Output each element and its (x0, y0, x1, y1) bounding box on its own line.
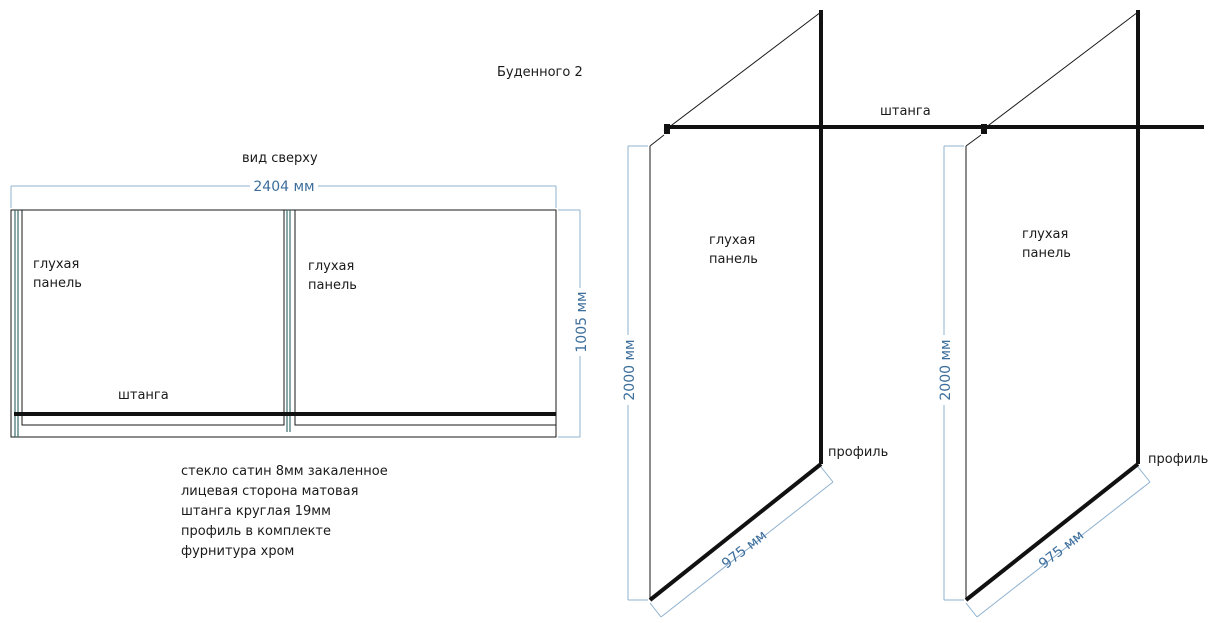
panel-label-1: глухая (1022, 227, 1068, 242)
top-right-panel-label-1: глухая (308, 259, 354, 274)
top-left-panel-label-2: панель (33, 276, 82, 291)
top-right-panel-label-2: панель (308, 278, 357, 293)
spec-line: фурнитура хром (181, 544, 294, 559)
width-dimension-label: 975 мм (1036, 527, 1087, 572)
panel-top-edge (663, 11, 822, 132)
panel-top-corner (965, 134, 982, 147)
panel-label-2: панель (709, 252, 758, 267)
panel-top-corner (649, 134, 665, 147)
spec-line: лицевая сторона матовая (181, 484, 358, 499)
top-view: вид сверху 2404 мм 1005 мм (10, 151, 590, 438)
elevation-view: штанга глухая панель профиль 2000 мм 975… (619, 10, 1208, 618)
profile-label: профиль (1148, 452, 1208, 467)
top-left-panel (21, 209, 285, 426)
width-dimension: 2404 мм (10, 176, 557, 208)
profile-label: профиль (828, 445, 888, 460)
height-dimension-label: 2000 мм (938, 339, 954, 400)
spec-line: профиль в комплекте (181, 524, 331, 539)
rod-bracket (981, 124, 987, 134)
height-dimension-label: 2000 мм (622, 339, 638, 400)
spec-line: штанга круглая 19мм (181, 504, 331, 519)
panel-label-1: глухая (709, 233, 755, 248)
width-dimension-label: 2404 мм (253, 179, 314, 195)
depth-dimension: 1005 мм (558, 209, 590, 438)
rod-bracket (664, 124, 670, 134)
panel-top-edge (980, 11, 1139, 132)
elevation-rod-label: штанга (880, 104, 931, 119)
project-title: Буденного 2 (497, 65, 583, 80)
spec-line: стекло сатин 8мм закаленное (181, 464, 388, 479)
elevation-panel-1: глухая панель профиль 2000 мм 975 мм (619, 10, 888, 618)
specifications: стекло сатин 8мм закаленное лицевая стор… (181, 464, 388, 559)
top-rod-label: штанга (118, 388, 169, 403)
bottom-profile (648, 462, 823, 602)
depth-dimension-label: 1005 мм (574, 291, 590, 352)
top-view-caption: вид сверху (242, 151, 318, 166)
bottom-profile (964, 462, 1140, 602)
width-dimension-label: 975 мм (719, 527, 770, 572)
top-left-panel-label-1: глухая (33, 257, 79, 272)
panel-label-2: панель (1022, 246, 1071, 261)
top-right-panel (294, 209, 557, 426)
elevation-panel-2: глухая панель профиль 2000 мм 975 мм (935, 10, 1208, 618)
